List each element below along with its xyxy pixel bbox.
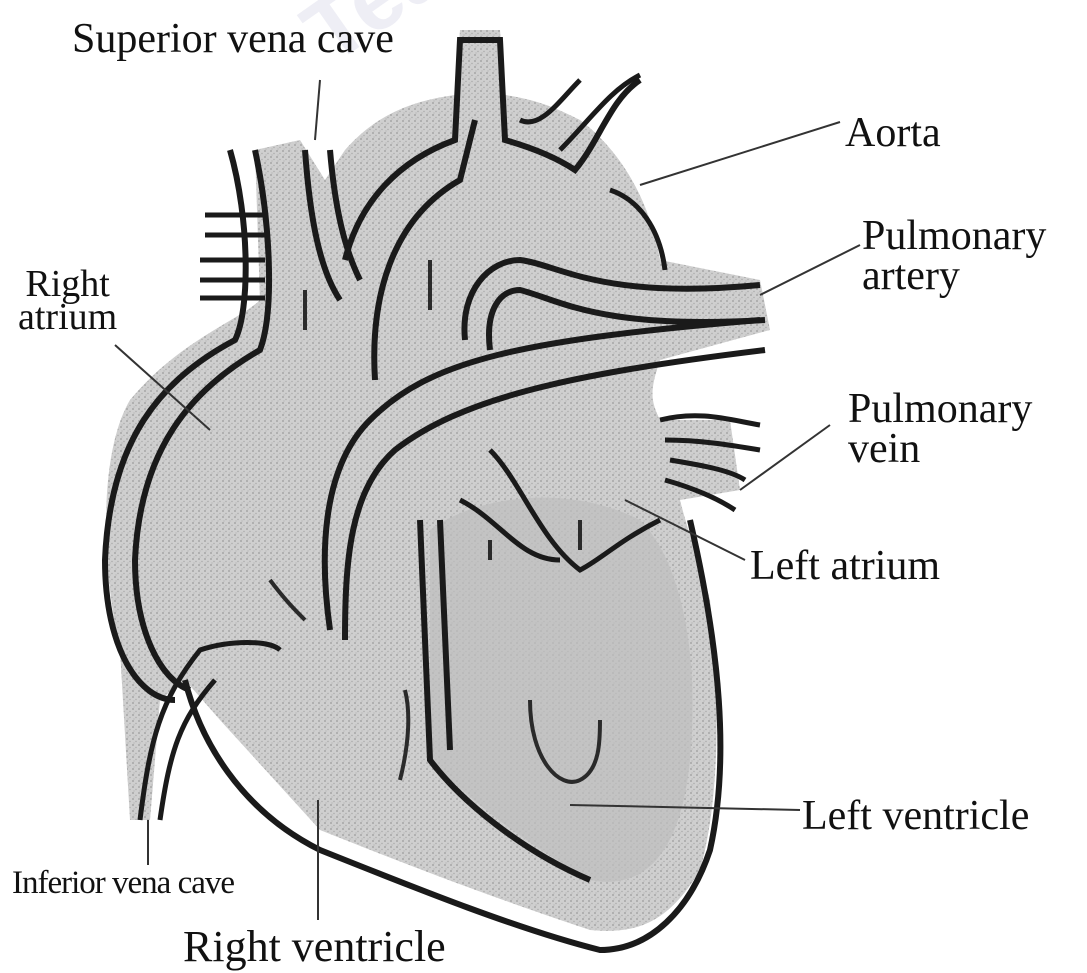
label-right-atrium-line2: atrium: [18, 301, 117, 334]
label-pulmonary-vein: Pulmonary vein: [848, 390, 1032, 470]
label-pulmonary-vein-line2: vein: [848, 430, 1032, 470]
label-aorta: Aorta: [845, 112, 941, 154]
label-right-ventricle: Right ventricle: [183, 925, 446, 969]
label-inferior-vena-cava: Inferior vena cave: [12, 867, 234, 900]
label-left-atrium: Left atrium: [750, 545, 940, 587]
label-pulmonary-artery-line1: Pulmonary: [862, 217, 1046, 257]
label-right-atrium: Right atrium: [18, 268, 117, 335]
label-pulmonary-artery: Pulmonary artery: [862, 217, 1046, 297]
vessel-branches-left: [200, 215, 265, 298]
label-left-ventricle: Left ventricle: [802, 795, 1029, 837]
label-pulmonary-artery-line2: artery: [862, 257, 1046, 297]
label-superior-vena-cava: Superior vena cave: [72, 18, 394, 60]
label-pulmonary-vein-line1: Pulmonary: [848, 390, 1032, 430]
